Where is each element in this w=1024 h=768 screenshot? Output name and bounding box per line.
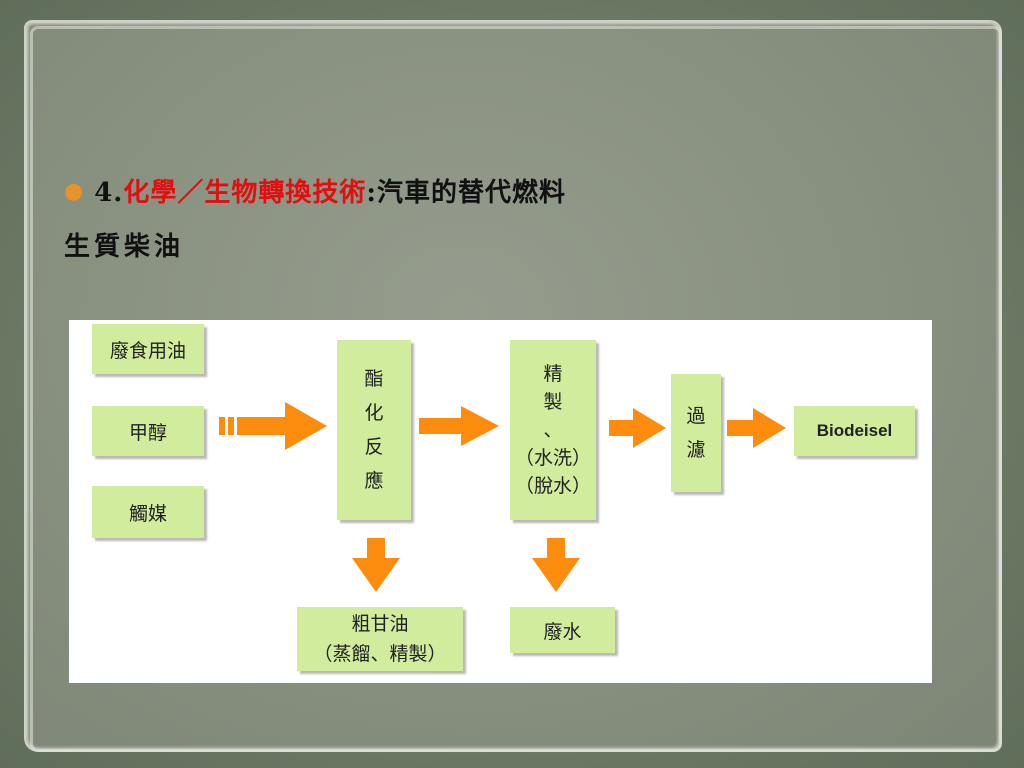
step3-char: 過 xyxy=(686,405,706,427)
step1-char: 化 xyxy=(364,402,384,424)
subtitle: 生質柴油 xyxy=(64,232,185,262)
step1-char: 酯 xyxy=(364,368,384,390)
output-box-biodiesel: Biodeisel xyxy=(794,406,915,456)
arrow-down-step1 xyxy=(352,538,400,592)
arrow-step1-step2 xyxy=(419,406,499,446)
byproduct-wastewater-label: 廢水 xyxy=(543,620,582,643)
process-diagram: 廢食用油 甲醇 觸媒 酯 化 反 應 精 製 、 （水洗） （脫水） 過 濾 B… xyxy=(69,320,932,683)
input-box-catalyst: 觸媒 xyxy=(92,486,204,538)
bullet-number: 4. xyxy=(94,178,124,208)
byproduct-box-wastewater: 廢水 xyxy=(510,607,615,653)
step2-char: 精 xyxy=(543,363,563,385)
step2-char: 、 xyxy=(543,419,563,441)
input-label-catalyst: 觸媒 xyxy=(128,502,167,525)
byproduct-glycerin-label: 粗甘油 xyxy=(351,613,409,635)
bullet-heading: ● 4.化學／生物轉換技術:汽車的替代燃料 xyxy=(64,172,566,212)
bullet-icon: ● xyxy=(64,178,85,204)
byproduct-box-glycerin: 粗甘油 （蒸餾、精製） xyxy=(297,607,463,671)
step-box-filtration: 過 濾 xyxy=(671,374,721,492)
heading-rest: :汽車的替代燃料 xyxy=(366,178,566,208)
arrow-step2-step3 xyxy=(609,408,666,448)
step-box-refining: 精 製 、 （水洗） （脫水） xyxy=(510,340,596,520)
heading-highlight: 化學／生物轉換技術 xyxy=(123,178,367,208)
step1-char: 應 xyxy=(364,470,384,492)
arrow-step3-output xyxy=(727,408,786,448)
arrow-layer xyxy=(219,402,786,592)
arrow-down-step2 xyxy=(532,538,580,592)
input-box-methanol: 甲醇 xyxy=(92,406,204,456)
step2-dehydrate: （脫水） xyxy=(514,475,591,497)
step3-char: 濾 xyxy=(686,439,706,461)
output-label: Biodeisel xyxy=(816,421,893,440)
input-box-waste-oil: 廢食用油 xyxy=(92,324,204,374)
step2-wash: （水洗） xyxy=(514,447,591,469)
step2-char: 製 xyxy=(543,391,563,413)
input-arrow xyxy=(219,402,327,450)
step1-char: 反 xyxy=(364,436,384,458)
input-label-waste-oil: 廢食用油 xyxy=(109,339,186,362)
input-label-methanol: 甲醇 xyxy=(128,421,167,444)
byproduct-glycerin-note: （蒸餾、精製） xyxy=(313,643,447,665)
step-box-esterification: 酯 化 反 應 xyxy=(337,340,411,520)
